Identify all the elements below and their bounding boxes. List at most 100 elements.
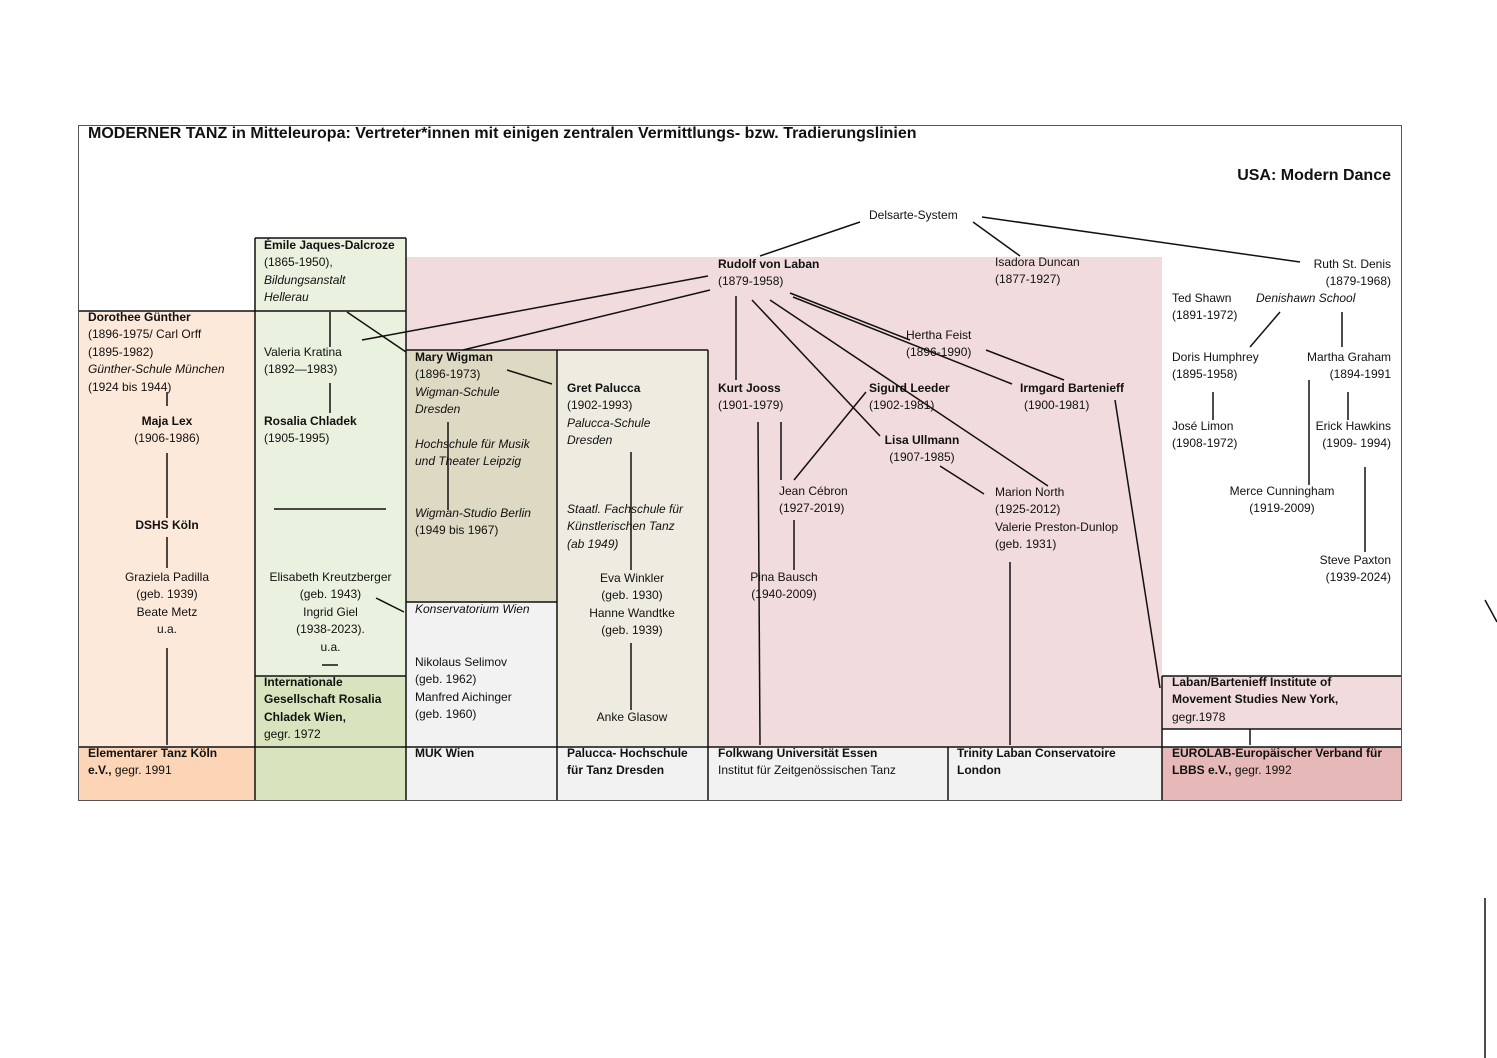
- glasow-node: Anke Glasow: [596, 710, 668, 724]
- preston-dunlop-years: (geb. 1931): [995, 537, 1057, 552]
- winkler-years: (geb. 1930): [601, 588, 663, 603]
- stdenis-name: Ruth St. Denis: [1313, 257, 1391, 271]
- bartenieff-years: (1900-1981): [1024, 398, 1090, 413]
- delsarte-node: Delsarte-System: [869, 208, 958, 222]
- folkwang-line2: Institut für Zeitgenössischen Tanz: [718, 763, 896, 778]
- koeln-line1: Elementarer Tanz Köln: [88, 746, 218, 760]
- fachschule-node: Staatl. Fachschule für Künstlerischen Ta…: [567, 501, 683, 553]
- fachschule-line2: Künstlerischen Tanz: [567, 519, 675, 534]
- palucca-name: Gret Palucca: [567, 381, 641, 395]
- trinity-line1: Trinity Laban Conservatoire: [957, 746, 1116, 760]
- paxton-name: Steve Paxton: [1319, 553, 1391, 567]
- shawn-name: Ted Shawn: [1172, 291, 1232, 305]
- laban-years: (1879-1958): [718, 274, 784, 289]
- graham-node: Martha Graham (1894-1991: [1307, 349, 1391, 384]
- page-title: MODERNER TANZ in Mitteleuropa: Vertreter…: [88, 125, 917, 142]
- igrc-line1: Internationale: [264, 675, 343, 689]
- kratina-node: Valeria Kratina (1892—1983): [264, 344, 342, 379]
- wigman-studio-node: Wigman-Studio Berlin (1949 bis 1967): [415, 505, 531, 540]
- bartenieff-node: Irmgard Bartenieff (1900-1981): [1020, 380, 1124, 415]
- guenther-line2: (1895-1982): [88, 344, 154, 359]
- humphrey-name: Doris Humphrey: [1172, 350, 1259, 364]
- guenther-school: Günther-Schule München: [88, 362, 225, 377]
- lex-name: Maja Lex: [141, 414, 193, 428]
- selimov-node: Nikolaus Selimov (geb. 1962) Manfred Aic…: [415, 654, 512, 724]
- palucca-hs-line2: für Tanz Dresden: [567, 763, 665, 778]
- lex-node: Maja Lex (1906-1986): [107, 413, 227, 448]
- padilla-years: (geb. 1939): [136, 587, 198, 602]
- stdenis-years: (1879-1968): [1325, 274, 1391, 289]
- guenther-node: Dorothee Günther (1896-1975/ Carl Orff (…: [88, 309, 225, 396]
- denishawn-node: Denishawn School: [1256, 291, 1356, 305]
- wigman-school-line1: Wigman-Schule: [415, 384, 500, 399]
- graham-name: Martha Graham: [1306, 350, 1391, 364]
- graham-years: (1894-1991: [1329, 367, 1391, 382]
- muk-institution: MUK Wien: [415, 746, 475, 760]
- winkler-name: Eva Winkler: [599, 571, 664, 585]
- padilla-node: Graziela Padilla (geb. 1939) Beate Metz …: [92, 569, 242, 639]
- koeln-line2-rest: gegr. 1991: [111, 763, 172, 778]
- laban-node: Rudolf von Laban (1879-1958): [718, 256, 819, 291]
- trinity-cell: [948, 747, 1162, 800]
- igrc-line2: Gesellschaft Rosalia: [264, 692, 382, 707]
- feist-name: Hertha Feist: [906, 328, 972, 342]
- preston-dunlop-name: Valerie Preston-Dunlop: [995, 519, 1119, 534]
- folkwang-institution: Folkwang Universität Essen Institut für …: [718, 745, 896, 780]
- chladek-name: Rosalia Chladek: [264, 414, 357, 428]
- fachschule-line1: Staatl. Fachschule für: [567, 502, 684, 516]
- kreutzberger-etc: u.a.: [320, 639, 341, 654]
- leipzig-line1: Hochschule für Musik: [415, 437, 530, 451]
- libs-line1: Laban/Bartenieff Institute of: [1172, 675, 1332, 689]
- folkwang-line1: Folkwang Universität Essen: [718, 746, 878, 760]
- dshs-node: DSHS Köln: [135, 518, 199, 532]
- ullmann-years: (1907-1985): [889, 450, 955, 465]
- palucca-hs-cell: [557, 747, 708, 800]
- folkwang-cell: [708, 747, 948, 800]
- guenther-line1: (1896-1975/ Carl Orff: [88, 327, 202, 342]
- eurolab-line2-bold: LBBS e.V.,: [1172, 763, 1232, 778]
- palucca-years: (1902-1993): [567, 398, 633, 413]
- dalcroze-name: Émile Jaques-Dalcroze: [264, 238, 395, 252]
- metz-name: Beate Metz: [136, 604, 198, 619]
- selimov-years: (geb. 1962): [415, 672, 477, 687]
- outer-frame: [78, 125, 1402, 801]
- libs-line3: gegr.1978: [1172, 709, 1226, 724]
- duncan-name: Isadora Duncan: [995, 255, 1080, 269]
- wigman-school-line2: Dresden: [415, 402, 461, 417]
- cebron-name: Jean Cébron: [779, 484, 848, 498]
- chladek-node: Rosalia Chladek (1905-1995): [264, 413, 357, 448]
- laban-name: Rudolf von Laban: [718, 257, 820, 271]
- palucca-hs-line1: Palucca- Hochschule: [567, 746, 688, 760]
- fachschule-line3: (ab 1949): [567, 536, 619, 551]
- eurolab-institution: EUROLAB-Europäischer Verband für LBBS e.…: [1172, 745, 1382, 780]
- kreutzberger-years: (geb. 1943): [299, 587, 362, 602]
- wigman-years: (1896-1973): [415, 367, 481, 382]
- paxton-node: Steve Paxton (1939-2024): [1320, 552, 1391, 587]
- cebron-years: (1927-2019): [779, 501, 845, 516]
- shawn-node: Ted Shawn (1891-1972): [1172, 290, 1237, 325]
- igrc-node: Internationale Gesellschaft Rosalia Chla…: [264, 674, 381, 744]
- giel-name: Ingrid Giel: [303, 604, 358, 619]
- hawkins-name: Erick Hawkins: [1315, 419, 1391, 433]
- shawn-years: (1891-1972): [1172, 308, 1238, 323]
- konservatorium-region: [406, 602, 557, 747]
- trinity-line2: London: [957, 763, 1001, 778]
- wigman-region: [406, 350, 557, 602]
- cunningham-name: Merce Cunningham: [1229, 484, 1335, 498]
- palucca-region: [557, 350, 708, 747]
- bausch-years: (1940-2009): [751, 587, 817, 602]
- wandtke-name: Hanne Wandtke: [589, 605, 675, 620]
- libs-region: [1162, 676, 1401, 729]
- limon-name: José Limon: [1172, 419, 1234, 433]
- usa-heading: USA: Modern Dance: [1237, 167, 1391, 184]
- padilla-name: Graziela Padilla: [124, 570, 210, 584]
- eurolab-line1: EUROLAB-Europäischer Verband für: [1172, 746, 1383, 760]
- limon-node: José Limon (1908-1972): [1172, 418, 1237, 453]
- leeder-node: Sigurd Leeder (1902-1981): [869, 380, 950, 415]
- feist-years: (1896-1990): [906, 345, 972, 360]
- leipzig-node: Hochschule für Musik und Theater Leipzig: [415, 436, 530, 471]
- hawkins-years: (1909- 1994): [1322, 436, 1391, 451]
- wigman-studio-name: Wigman-Studio Berlin: [415, 506, 531, 520]
- aichinger-years: (geb. 1960): [415, 707, 477, 722]
- igrc-line4: gegr. 1972: [264, 727, 321, 742]
